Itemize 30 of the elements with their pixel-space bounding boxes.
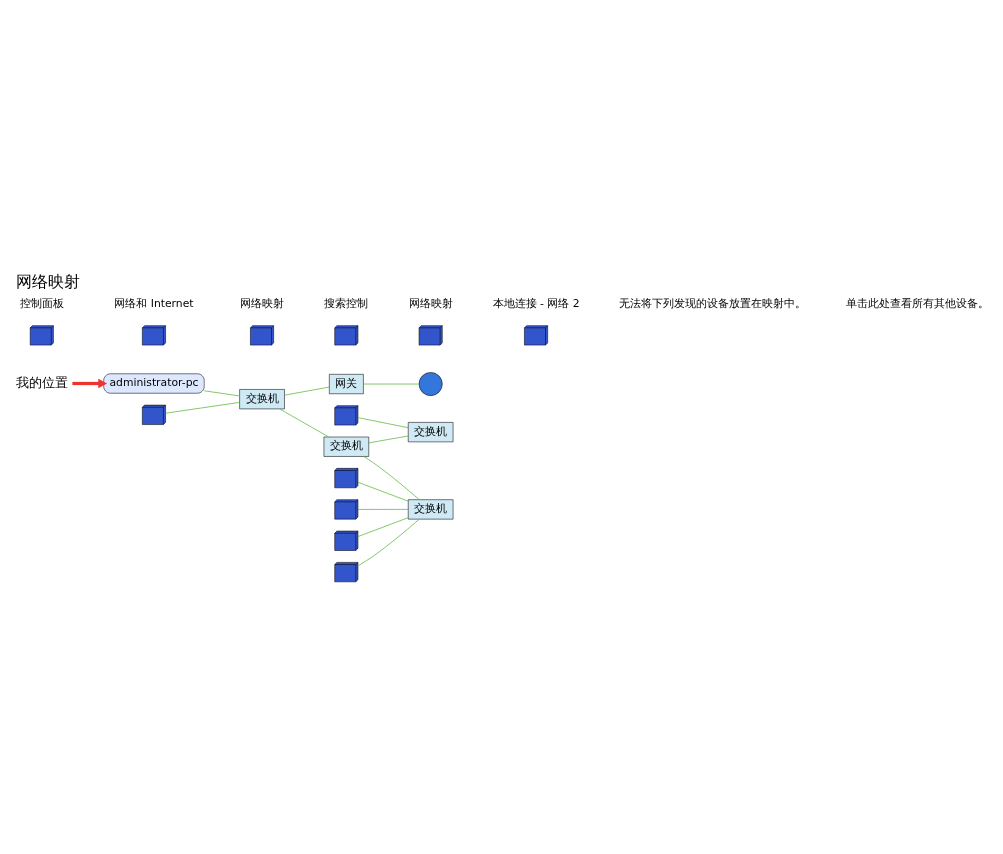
node-text: 我的位置 [15, 374, 68, 390]
node-box: 交换机 [407, 422, 453, 443]
label: 控制面板 [19, 296, 64, 310]
connector [283, 386, 330, 396]
diagram-title: 网络映射 [15, 272, 80, 292]
connector [278, 408, 329, 438]
arrow [71, 378, 107, 389]
connector [362, 456, 419, 500]
label: 搜索控制 [323, 296, 368, 310]
connector [357, 481, 409, 502]
label: 网络映射 [239, 296, 284, 310]
label: 网络和 Internet [113, 296, 194, 310]
connector [362, 383, 419, 385]
label: 网络映射 [408, 296, 453, 310]
connector [357, 517, 409, 537]
connector [357, 509, 409, 510]
node-box: 网关 [328, 374, 364, 395]
connector [368, 435, 409, 444]
connector [357, 518, 419, 567]
connector [357, 417, 409, 429]
node-box: 交换机 [238, 389, 285, 410]
label: 单击此处查看所有其他设备。 [845, 296, 989, 310]
connector [203, 390, 240, 397]
node-box: administrator-pc [102, 373, 204, 394]
node-circle [418, 372, 443, 396]
label: 本地连接 - 网络 2 [492, 296, 580, 310]
label: 无法将下列发现的设备放置在映射中。 [618, 296, 806, 310]
node-box: 交换机 [407, 499, 453, 520]
node-box: 交换机 [323, 436, 369, 457]
connector [164, 402, 240, 414]
